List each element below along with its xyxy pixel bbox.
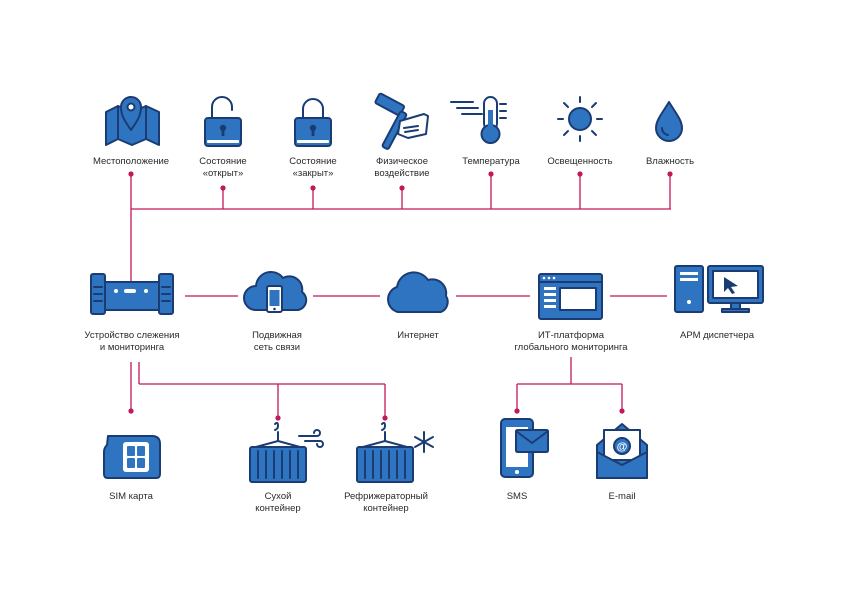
- label-sim: SIM карта: [109, 491, 153, 502]
- label-internet: Интернет: [397, 330, 439, 341]
- label-dry-container-2: контейнер: [255, 503, 300, 514]
- label-physical: Физическое: [376, 156, 428, 167]
- map-pin-icon: [105, 96, 160, 146]
- internet-cloud-icon: [387, 271, 449, 313]
- lock-open-icon: [204, 96, 242, 147]
- reefer-container-icon: [356, 421, 434, 483]
- chain-labels: Устройство слежения и мониторинга Подвиж…: [84, 330, 754, 353]
- label-location: Местоположение: [93, 156, 169, 167]
- sun-icon: [557, 96, 603, 142]
- sim-card-icon: [103, 435, 161, 479]
- label-tracker-2: и мониторинга: [100, 342, 165, 353]
- label-reefer-container-2: контейнер: [363, 503, 408, 514]
- label-humidity: Влажность: [646, 156, 694, 167]
- label-mobile-network-2: сеть связи: [254, 342, 300, 353]
- label-state-open-value: «открыт»: [203, 168, 244, 179]
- label-platform: ИТ-платформа: [538, 330, 605, 341]
- svg-text:@: @: [617, 441, 628, 453]
- label-state-closed: Состояние: [289, 156, 336, 167]
- lock-closed-icon: [294, 98, 332, 147]
- tracking-device-icon: [90, 273, 174, 315]
- label-state-closed-value: «закрыт»: [293, 168, 334, 179]
- label-sms: SMS: [507, 491, 528, 502]
- label-email: E-mail: [609, 491, 636, 502]
- hammer-icon: [374, 92, 429, 150]
- workstation-icon: [674, 265, 764, 313]
- output-labels: SIM карта Сухой контейнер Рефрижераторны…: [109, 491, 635, 514]
- label-platform-2: глобального мониторинга: [514, 342, 628, 353]
- label-illumination: Освещенность: [547, 156, 612, 167]
- connector-dots: [128, 171, 673, 421]
- label-state-open: Состояние: [199, 156, 246, 167]
- label-mobile-network: Подвижная: [252, 330, 302, 341]
- sensor-labels: Местоположение Состояние «открыт» Состоя…: [93, 156, 694, 179]
- mobile-network-icon: [243, 271, 308, 313]
- label-dry-container: Сухой: [265, 491, 292, 502]
- thermometer-icon: [450, 96, 507, 144]
- label-tracker: Устройство слежения: [84, 330, 179, 341]
- label-physical-impact: воздействие: [374, 168, 429, 179]
- email-envelope-icon: @: [596, 423, 648, 479]
- dry-container-icon: [249, 421, 324, 483]
- label-workstation: АРМ диспетчера: [680, 330, 755, 341]
- sms-phone-icon: [500, 418, 549, 478]
- water-drop-icon: [655, 101, 683, 142]
- snowflake-icon: [414, 431, 434, 453]
- label-temperature: Температура: [462, 156, 520, 167]
- label-reefer-container: Рефрижераторный: [344, 491, 428, 502]
- platform-window-icon: [538, 273, 603, 320]
- connectors: [130, 174, 671, 418]
